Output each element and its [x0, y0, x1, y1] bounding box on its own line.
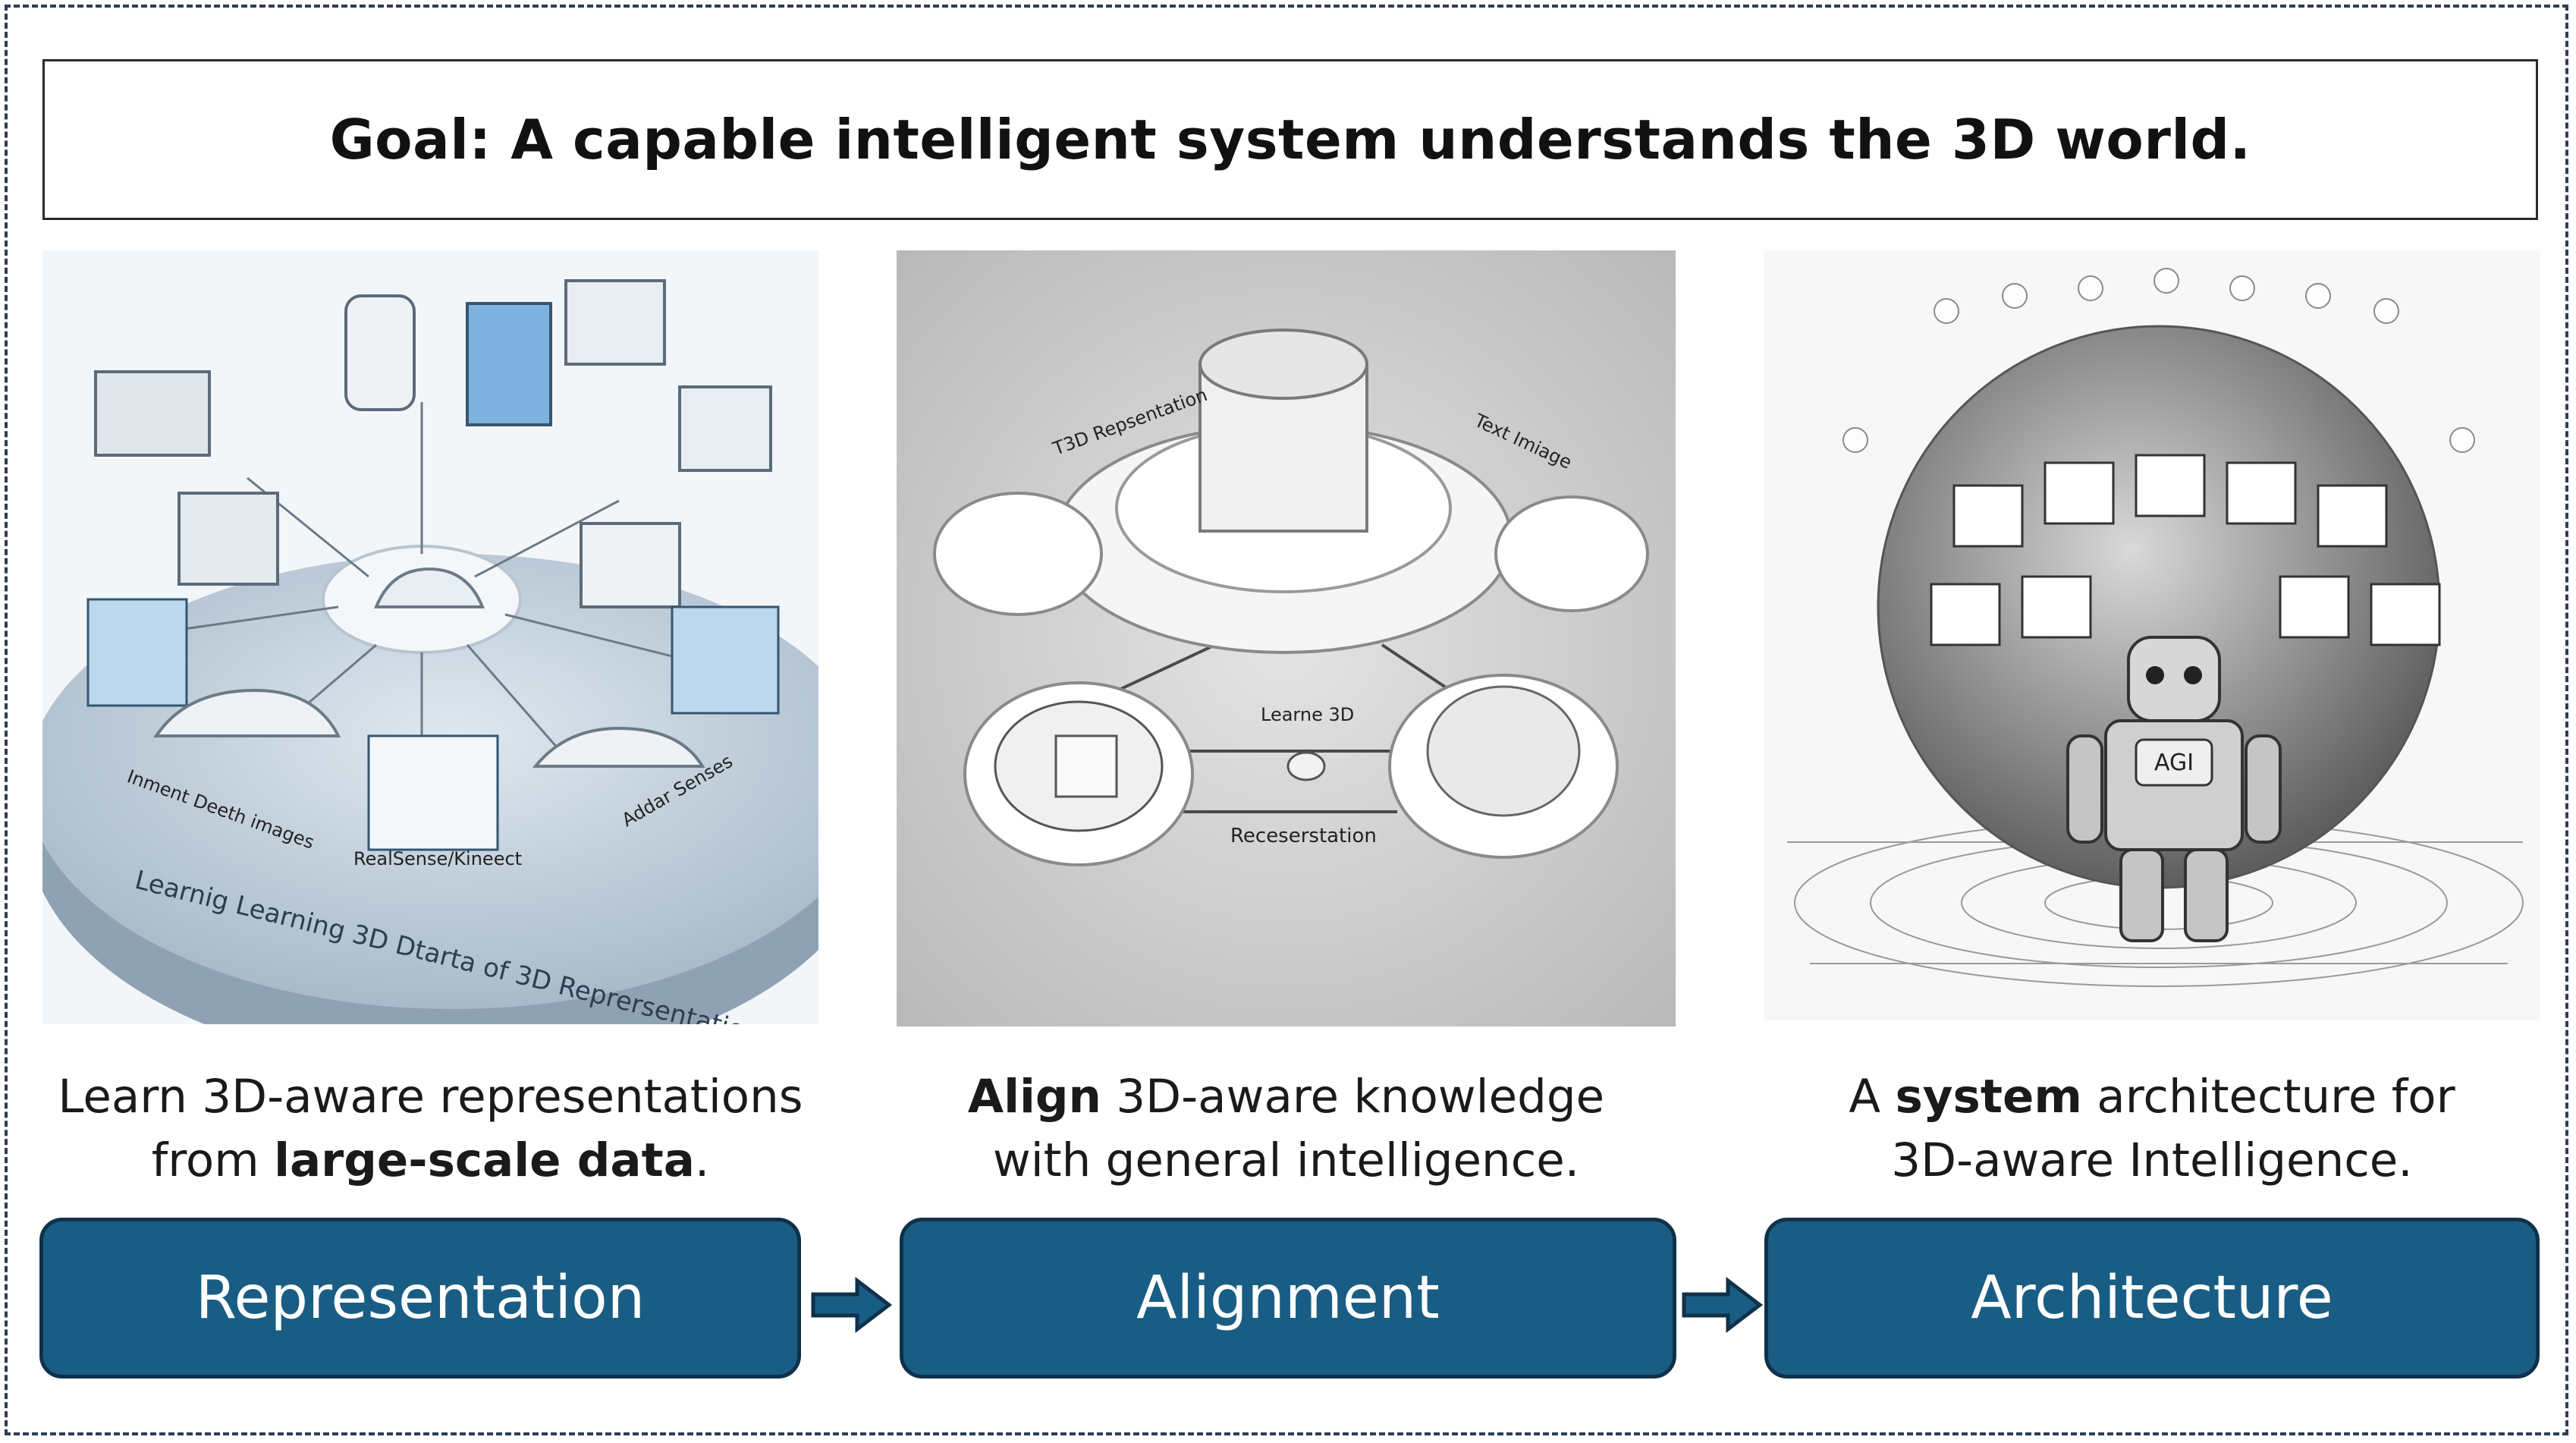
- representation-caption: Learn 3D-aware representations from larg…: [30, 1065, 831, 1193]
- dashed-frame: [5, 5, 2568, 1435]
- label-learn-3d: Learne 3D: [1261, 704, 1354, 725]
- goal-box: Goal: A capable intelligent system under…: [42, 59, 2538, 220]
- caption-line-2: 3D-aware Intelligence.: [1891, 1133, 2413, 1187]
- label-agi: AGI: [2154, 750, 2194, 776]
- label-realsense: RealSense/Kineect: [353, 848, 522, 869]
- architecture-step: Architecture: [1764, 1218, 2540, 1379]
- alignment-step: Alignment: [900, 1218, 1676, 1379]
- arrow-alignment-to-architecture: [1682, 1276, 1764, 1334]
- caption-line-1: A system architecture for: [1849, 1070, 2455, 1124]
- representation-illustration: Inment Deeth images RealSense/Kineect Ad…: [42, 250, 818, 1024]
- goal-text: Goal: A capable intelligent system under…: [329, 108, 2251, 171]
- caption-line-2: from large-scale data.: [151, 1133, 710, 1187]
- caption-line-1: Align 3D-aware knowledge: [967, 1070, 1605, 1124]
- caption-line-2: with general intelligence.: [992, 1133, 1580, 1187]
- caption-line-1: Learn 3D-aware representations: [58, 1070, 803, 1124]
- alignment-illustration: T3D Repsentation Text Imiage Learne 3D R…: [897, 250, 1676, 1026]
- architecture-caption: A system architecture for 3D-aware Intel…: [1752, 1065, 2552, 1193]
- label-representation: Receserstation: [1230, 825, 1377, 847]
- alignment-caption: Align 3D-aware knowledge with general in…: [884, 1065, 1688, 1193]
- representation-step: Representation: [39, 1218, 801, 1379]
- architecture-illustration: AGI: [1764, 250, 2540, 1020]
- arrow-representation-to-alignment: [811, 1276, 893, 1334]
